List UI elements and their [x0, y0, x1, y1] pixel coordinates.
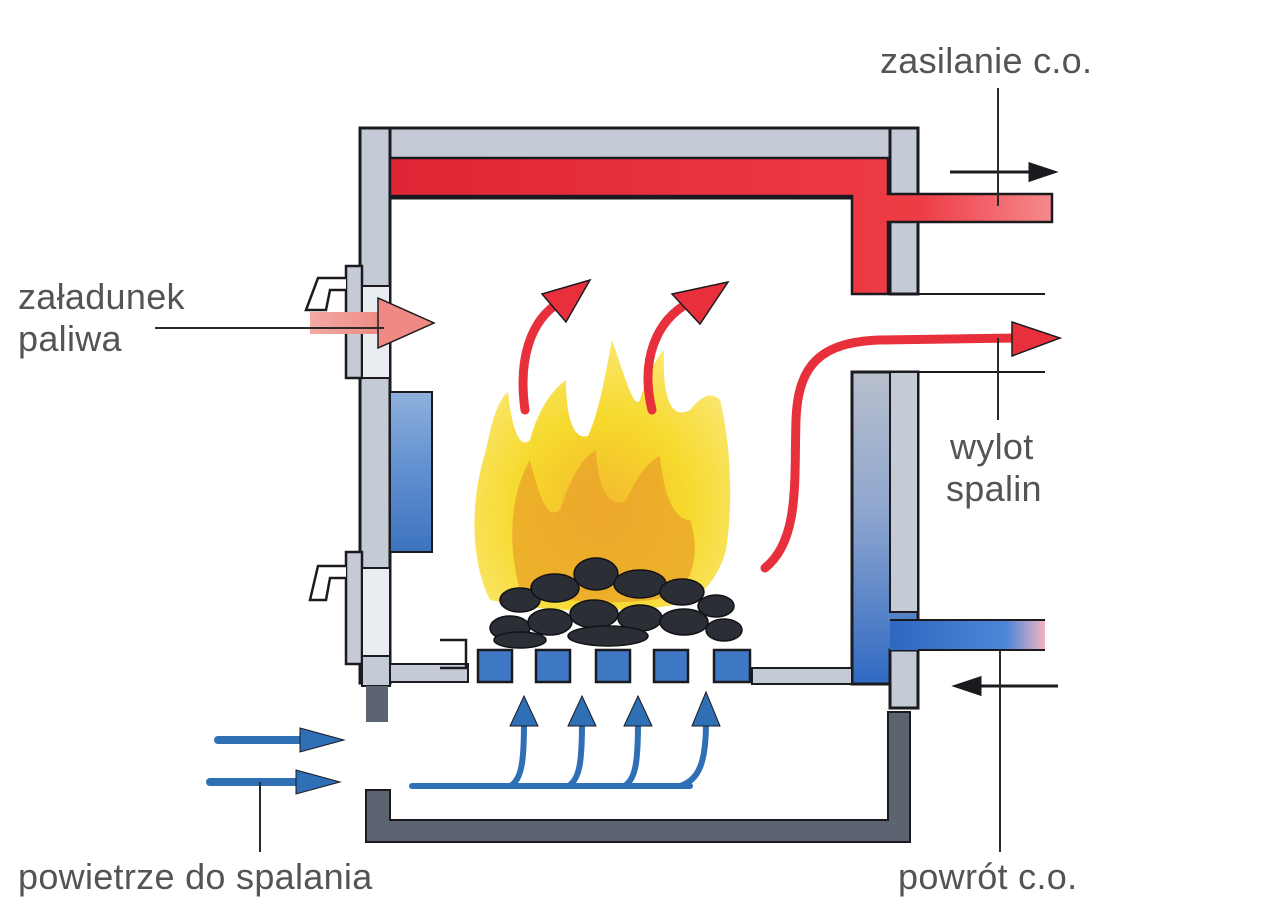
thin-arrow-left-icon	[951, 675, 982, 697]
grate-bar	[652, 648, 690, 684]
combustion-air-arrows	[206, 690, 721, 795]
flue-path-icon	[760, 333, 1023, 573]
label-flue-outlet-line1: wylot	[950, 426, 1034, 467]
hot-gas-arrows	[518, 278, 730, 415]
flow-arrows	[950, 161, 1059, 697]
casing-right-wall-inner	[889, 371, 919, 613]
coal-lump	[493, 631, 547, 649]
curved-arrow-up-icon	[622, 721, 641, 789]
ash-pan	[365, 711, 911, 843]
curved-arrow-up-head	[540, 278, 592, 324]
coal-lump	[659, 608, 709, 636]
coal-lump	[530, 573, 580, 603]
label-flue-outlet: wylot spalin	[946, 426, 1042, 511]
coal-lump	[613, 569, 667, 599]
casing-bottom-shelf	[387, 663, 469, 683]
grate-bar	[712, 648, 752, 684]
flue-outlet-channel	[852, 293, 1045, 373]
inspection-window	[389, 391, 433, 553]
coal-lump	[659, 578, 705, 606]
grate-air-head	[691, 690, 721, 727]
coal-lump	[569, 599, 619, 629]
fuel-arrow-shaft	[310, 312, 384, 334]
loading-door-handle	[304, 276, 346, 312]
curved-arrow-up-icon	[678, 721, 709, 789]
coal-lump	[567, 625, 649, 647]
label-fuel-loading-line2: paliwa	[18, 318, 122, 360]
curved-arrow-up-icon	[508, 721, 527, 789]
straight-arrow-right-icon	[295, 769, 342, 795]
label-fuel-loading: załadunek paliwa	[18, 276, 185, 361]
grate-bracket	[440, 638, 468, 670]
grate-bar	[534, 648, 572, 684]
curved-arrow-up-icon	[566, 721, 585, 789]
coal-lump	[573, 557, 619, 591]
grate-air-head	[623, 694, 653, 727]
ash-door-panel	[361, 567, 391, 665]
casing-right-foot	[888, 648, 920, 710]
fuel-arrow-head	[377, 296, 436, 350]
grate-air-head	[567, 694, 597, 727]
hot-water-channel	[388, 156, 1054, 296]
label-flue-outlet-line2: spalin	[946, 468, 1042, 510]
ash-door	[344, 550, 364, 666]
return-pipe	[890, 620, 1045, 650]
coal-lump	[697, 594, 735, 618]
straight-arrow-right-icon	[299, 727, 346, 753]
label-supply: zasilanie c.o.	[880, 40, 1093, 81]
leader-lines	[155, 88, 1001, 852]
flame	[474, 340, 731, 611]
supply-water-jacket	[388, 156, 1054, 296]
label-return: powrót c.o.	[898, 856, 1078, 897]
flue-gas-arrow	[760, 320, 1063, 573]
grate-bar	[476, 648, 514, 684]
coal-pile	[489, 557, 743, 649]
flame-core	[512, 450, 695, 603]
ash-door-handle	[308, 564, 346, 602]
casing-bottom-shelf-right	[751, 667, 853, 685]
coal-lump	[705, 618, 743, 642]
grate-air-head	[509, 694, 539, 727]
coal-lump	[527, 608, 573, 636]
boiler-doors	[304, 264, 468, 722]
curved-arrow-up-icon	[518, 297, 565, 415]
return-water-pipe	[890, 619, 1045, 651]
curved-arrow-up-head	[670, 280, 730, 326]
flue-arrow-head	[1011, 320, 1063, 358]
curved-arrow-up-icon	[643, 297, 695, 415]
grate	[476, 648, 752, 684]
casing-foot-dark	[366, 686, 388, 722]
label-combustion-air: powietrze do spalania	[18, 856, 373, 897]
door-foot	[361, 655, 391, 687]
label-fuel-loading-line1: załadunek	[18, 276, 185, 317]
coal-lump	[499, 587, 541, 613]
thin-arrow-right-icon	[1028, 161, 1059, 183]
grate-bar	[594, 648, 632, 684]
